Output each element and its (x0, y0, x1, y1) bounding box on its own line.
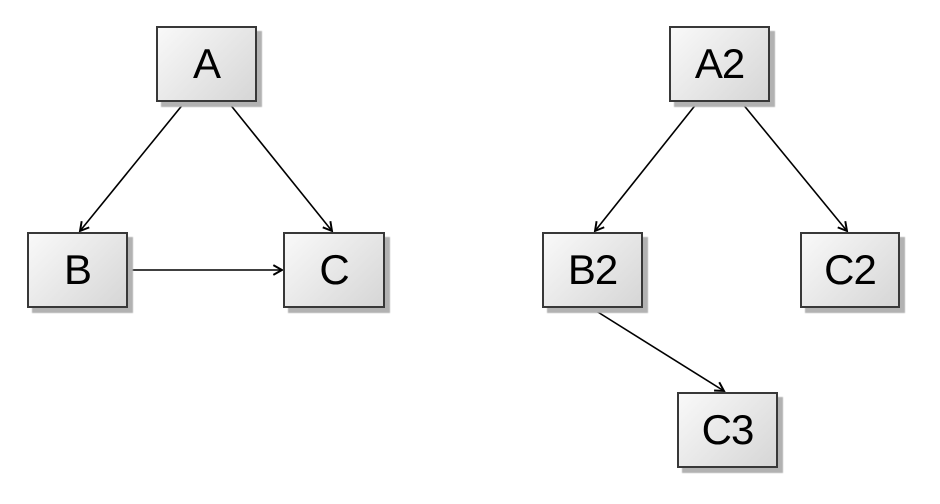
edge-A-B[interactable] (78, 102, 185, 233)
node-C3[interactable]: C3 (677, 392, 778, 468)
right-graph-edges (592, 102, 849, 393)
edge-A-C[interactable] (228, 102, 334, 233)
node-B[interactable]: B (27, 232, 128, 308)
node-label-C: C (319, 246, 349, 293)
edge-B2-C3[interactable] (592, 308, 726, 393)
node-B2[interactable]: B2 (542, 232, 643, 308)
node-C2[interactable]: C2 (800, 232, 900, 308)
node-C[interactable]: C (283, 232, 385, 308)
edge-A2-C2[interactable] (741, 102, 849, 233)
node-label-B2: B2 (567, 246, 618, 293)
node-label-C3: C3 (701, 406, 755, 453)
left-graph-edges (78, 102, 334, 276)
node-A[interactable]: A (156, 26, 257, 102)
node-label-A2: A2 (694, 40, 745, 87)
node-label-B: B (63, 246, 92, 293)
node-label-C2: C2 (824, 246, 877, 293)
node-label-A: A (192, 40, 221, 87)
edge-A2-B2[interactable] (593, 102, 698, 233)
node-A2[interactable]: A2 (669, 26, 770, 102)
